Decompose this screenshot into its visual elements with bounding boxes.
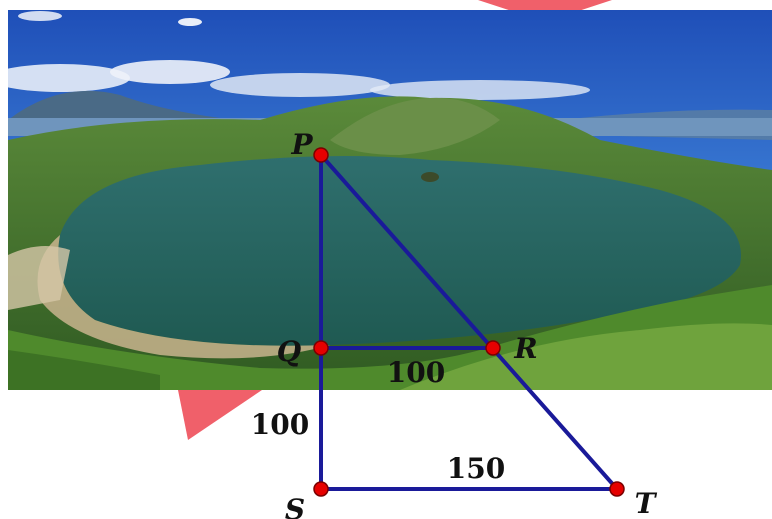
point-Q bbox=[313, 340, 329, 356]
accent-shape-bottom bbox=[178, 390, 262, 440]
point-R bbox=[485, 340, 501, 356]
segment-PT bbox=[319, 153, 619, 491]
lake-photo bbox=[8, 10, 772, 390]
point-S bbox=[313, 481, 329, 497]
measure-QR: 100 bbox=[387, 356, 445, 389]
label-P: P bbox=[290, 128, 313, 161]
label-T: T bbox=[635, 487, 658, 519]
point-P bbox=[313, 147, 329, 163]
point-T bbox=[609, 481, 625, 497]
label-Q: Q bbox=[277, 335, 301, 368]
point-layer bbox=[313, 147, 625, 497]
measure-QS: 100 bbox=[251, 408, 309, 441]
label-S: S bbox=[285, 493, 305, 519]
segment-layer bbox=[319, 153, 619, 491]
measure-ST: 150 bbox=[447, 452, 505, 485]
label-R: R bbox=[513, 332, 537, 365]
